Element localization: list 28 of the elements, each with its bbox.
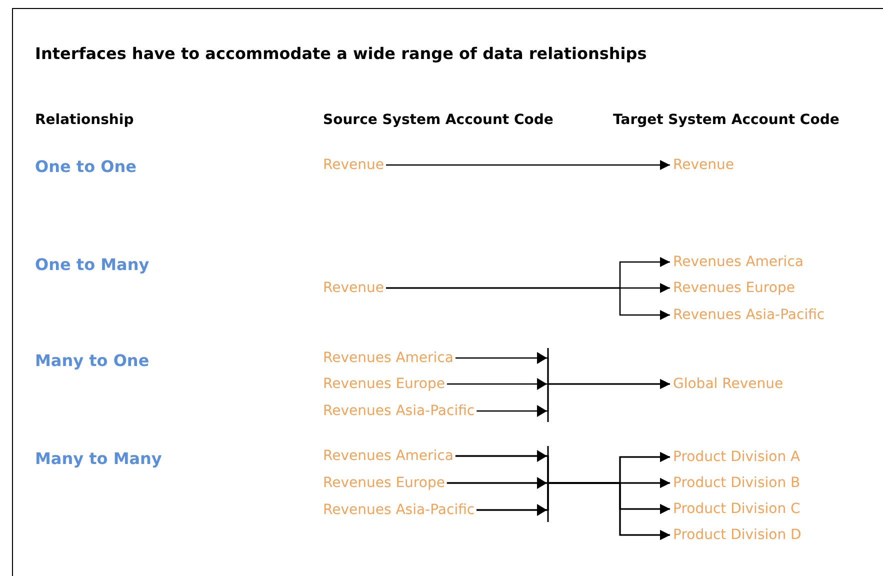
relationship-label: One to One xyxy=(35,158,136,176)
account-code-text: Product Division A xyxy=(673,448,800,466)
account-code-text: Revenues Asia-Pacific xyxy=(673,306,825,324)
account-code-text: Revenues Asia-Pacific xyxy=(323,402,475,420)
account-code-text: Revenues Asia-Pacific xyxy=(323,501,475,519)
relationship-label: Many to Many xyxy=(35,450,162,468)
diagram-title: Interfaces have to accommodate a wide range of data relationships xyxy=(35,44,647,63)
arrow xyxy=(386,160,670,170)
account-code-text: Revenues America xyxy=(673,253,804,271)
account-code-text: Product Division D xyxy=(673,526,802,544)
column-header: Source System Account Code xyxy=(323,111,554,129)
account-code-text: Product Division C xyxy=(673,500,800,518)
column-header: Target System Account Code xyxy=(613,111,840,129)
account-code-text: Revenues Europe xyxy=(323,474,445,492)
account-code-text: Revenue xyxy=(323,156,384,174)
account-code-text: Revenue xyxy=(673,156,734,174)
account-code-text: Revenues Europe xyxy=(673,279,795,297)
account-code-text: Global Revenue xyxy=(673,375,784,393)
relationship-label: One to Many xyxy=(35,256,150,274)
account-code-text: Revenues America xyxy=(323,447,454,465)
relationship-label: Many to One xyxy=(35,352,150,370)
column-header: Relationship xyxy=(35,111,134,129)
account-code-text: Product Division B xyxy=(673,474,800,492)
account-code-text: Revenue xyxy=(323,279,384,297)
account-code-text: Revenues America xyxy=(323,349,454,367)
account-code-text: Revenues Europe xyxy=(323,375,445,393)
arrow xyxy=(386,287,670,320)
arrow xyxy=(476,379,670,412)
